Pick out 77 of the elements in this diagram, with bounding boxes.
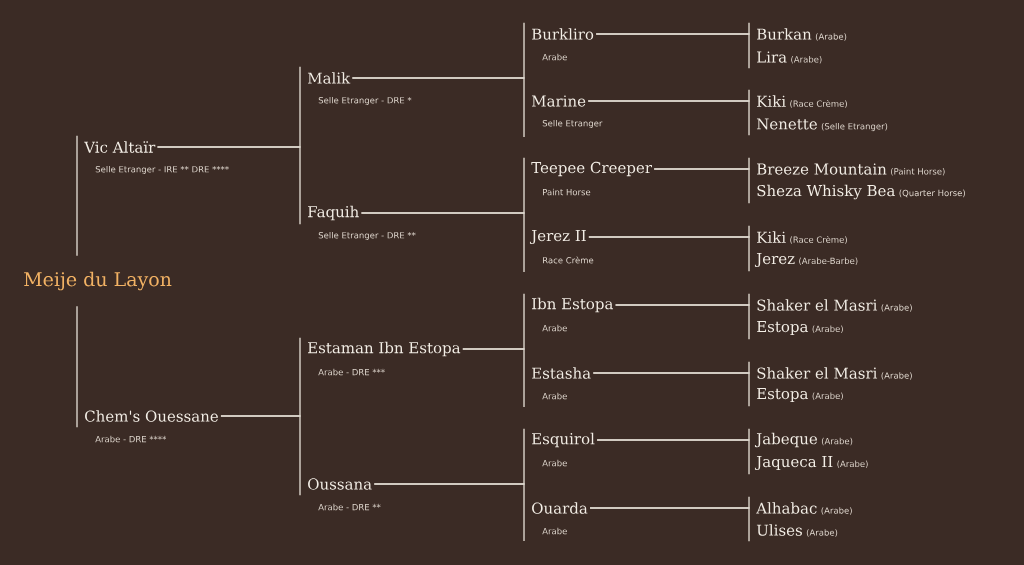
connector-line bbox=[592, 372, 750, 407]
breed-label: Arabe - DRE ** bbox=[318, 503, 381, 511]
connector-line bbox=[156, 146, 301, 225]
connector-line bbox=[614, 304, 750, 340]
connector-line bbox=[653, 168, 750, 204]
connector-line bbox=[462, 348, 525, 408]
breed-label: Arabe bbox=[542, 53, 567, 61]
breed-label: Paint Horse bbox=[543, 188, 591, 196]
horse-name: Esquirol bbox=[532, 432, 595, 448]
horse-name: Chem's Ouessane bbox=[85, 410, 218, 422]
breed-label: Race Crème bbox=[543, 256, 594, 264]
breed-label: Selle Etranger - IRE ** DRE **** bbox=[95, 165, 229, 175]
horse-name: Estaman Ibn Estopa bbox=[308, 341, 461, 357]
horse-name: Jabeque bbox=[754, 432, 818, 448]
breed-label: (Paint Horse) bbox=[891, 167, 945, 176]
connector-line bbox=[596, 439, 750, 475]
breed-label: Arabe bbox=[542, 392, 567, 400]
horse-name: Alhabac bbox=[756, 502, 817, 514]
breed-label: Arabe bbox=[542, 324, 567, 332]
horse-name: Jaqueca II bbox=[754, 456, 833, 471]
horse-name: Burkliro bbox=[532, 28, 594, 40]
horse-name: Burkan bbox=[757, 28, 812, 40]
breed-label: (Arabe) bbox=[821, 507, 852, 515]
connector-line bbox=[76, 135, 78, 257]
horse-name: Kiki bbox=[757, 95, 786, 107]
breed-label: Arabe - DRE **** bbox=[95, 435, 167, 443]
connector-line bbox=[76, 305, 78, 428]
horse-name: Ouarda bbox=[532, 502, 588, 514]
horse-name: Shaker el Masri bbox=[757, 367, 878, 379]
breed-label: (Arabe) bbox=[815, 33, 847, 41]
breed-label: (Arabe) bbox=[881, 372, 912, 380]
breed-label: (Arabe) bbox=[881, 304, 912, 312]
breed-label: Selle Etranger bbox=[542, 119, 603, 129]
horse-name: Oussana bbox=[308, 478, 372, 490]
horse-name: Ulises bbox=[756, 524, 802, 536]
connector-line bbox=[588, 236, 750, 272]
connector-line bbox=[373, 483, 525, 542]
horse-name: Vic Altaïr bbox=[84, 141, 156, 153]
breed-label: Selle Etranger - DRE ** bbox=[318, 231, 416, 241]
horse-name: Teepee Creeper bbox=[531, 161, 652, 177]
horse-name: Jerez bbox=[754, 253, 795, 268]
breed-label: (Arabe) bbox=[821, 437, 853, 446]
connector-line bbox=[220, 415, 301, 496]
horse-name: Marine bbox=[531, 95, 586, 107]
breed-label: (Race Crème) bbox=[790, 99, 847, 108]
horse-name: Faquih bbox=[308, 205, 359, 221]
horse-name: Estasha bbox=[532, 367, 591, 379]
horse-name: Meije du Layon bbox=[24, 271, 172, 291]
horse-name: Estopa bbox=[757, 388, 809, 403]
connector-line bbox=[360, 212, 525, 273]
breed-label: Arabe bbox=[542, 527, 567, 535]
breed-label: (Arabe) bbox=[812, 392, 843, 401]
connector-line bbox=[587, 100, 750, 136]
breed-label: Selle Etranger - DRE * bbox=[318, 96, 412, 106]
connector-line bbox=[595, 33, 750, 69]
breed-label: (Selle Etranger) bbox=[821, 122, 888, 132]
breed-label: Arabe bbox=[542, 459, 567, 467]
horse-name: Jerez II bbox=[529, 230, 586, 245]
horse-name: Nenette bbox=[756, 118, 817, 130]
horse-name: Lira bbox=[757, 51, 787, 63]
breed-label: (Arabe) bbox=[812, 325, 843, 334]
breed-label: Arabe - DRE *** bbox=[318, 368, 385, 376]
horse-name: Kiki bbox=[757, 231, 786, 243]
horse-name: Sheza Whisky Bea bbox=[757, 184, 895, 200]
connector-line bbox=[589, 507, 750, 542]
breed-label: (Arabe) bbox=[806, 529, 838, 537]
breed-label: (Arabe) bbox=[791, 55, 822, 64]
horse-name: Malik bbox=[307, 72, 351, 84]
breed-label: (Arabe-Barbe) bbox=[799, 257, 858, 266]
connector-line bbox=[351, 77, 525, 138]
breed-label: (Quarter Horse) bbox=[899, 189, 965, 198]
horse-name: Estopa bbox=[757, 321, 809, 336]
horse-name: Shaker el Masri bbox=[757, 299, 878, 311]
breed-label: (Arabe) bbox=[837, 460, 868, 469]
horse-name: Breeze Mountain bbox=[757, 163, 887, 175]
horse-name: Ibn Estopa bbox=[532, 297, 613, 313]
breed-label: (Race Crème) bbox=[790, 235, 847, 244]
